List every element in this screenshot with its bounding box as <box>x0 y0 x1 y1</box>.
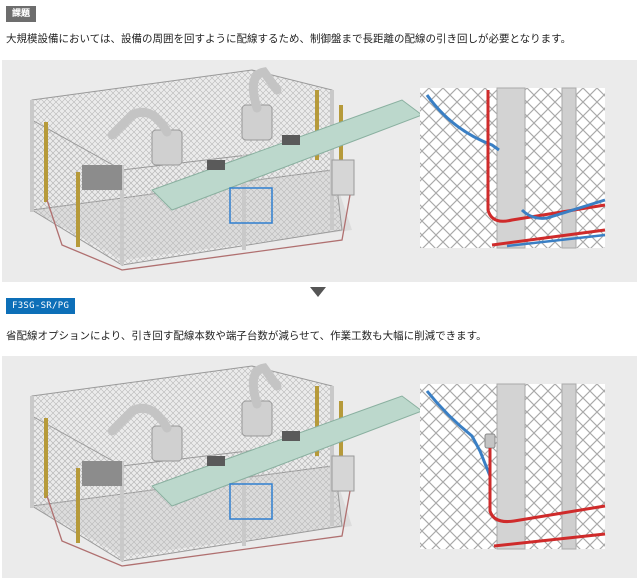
workpiece <box>282 135 300 145</box>
detail-inset <box>420 384 605 549</box>
fence-post <box>30 100 34 212</box>
connector <box>485 434 495 448</box>
workpiece <box>207 456 225 466</box>
workpiece <box>282 431 300 441</box>
issue-tag: 課題 <box>6 6 36 22</box>
down-arrow-icon <box>310 287 326 297</box>
control-cabinet <box>332 456 354 491</box>
control-cabinet <box>332 160 354 195</box>
fence-post <box>30 396 34 508</box>
light-curtain <box>44 122 48 202</box>
workpiece-rack <box>82 461 122 486</box>
solution-illustration-panel <box>2 356 637 578</box>
solution-caption: 省配線オプションにより、引き回す配線本数や端子台数が減らせて、作業工数も大幅に削… <box>6 329 634 343</box>
workpiece <box>207 160 225 170</box>
light-curtain <box>76 468 80 543</box>
light-curtain <box>76 172 80 247</box>
light-curtain <box>44 418 48 498</box>
issue-caption: 大規模設備においては、設備の周囲を回すように配線するため、制御盤まで長距離の配線… <box>6 32 634 46</box>
issue-illustration-panel <box>2 60 637 282</box>
issue-illustration <box>2 60 637 282</box>
workpiece-rack <box>82 165 122 190</box>
solution-illustration <box>2 356 637 578</box>
detail-inset <box>420 88 605 248</box>
solution-tag: F3SG-SR/PG <box>6 298 75 314</box>
